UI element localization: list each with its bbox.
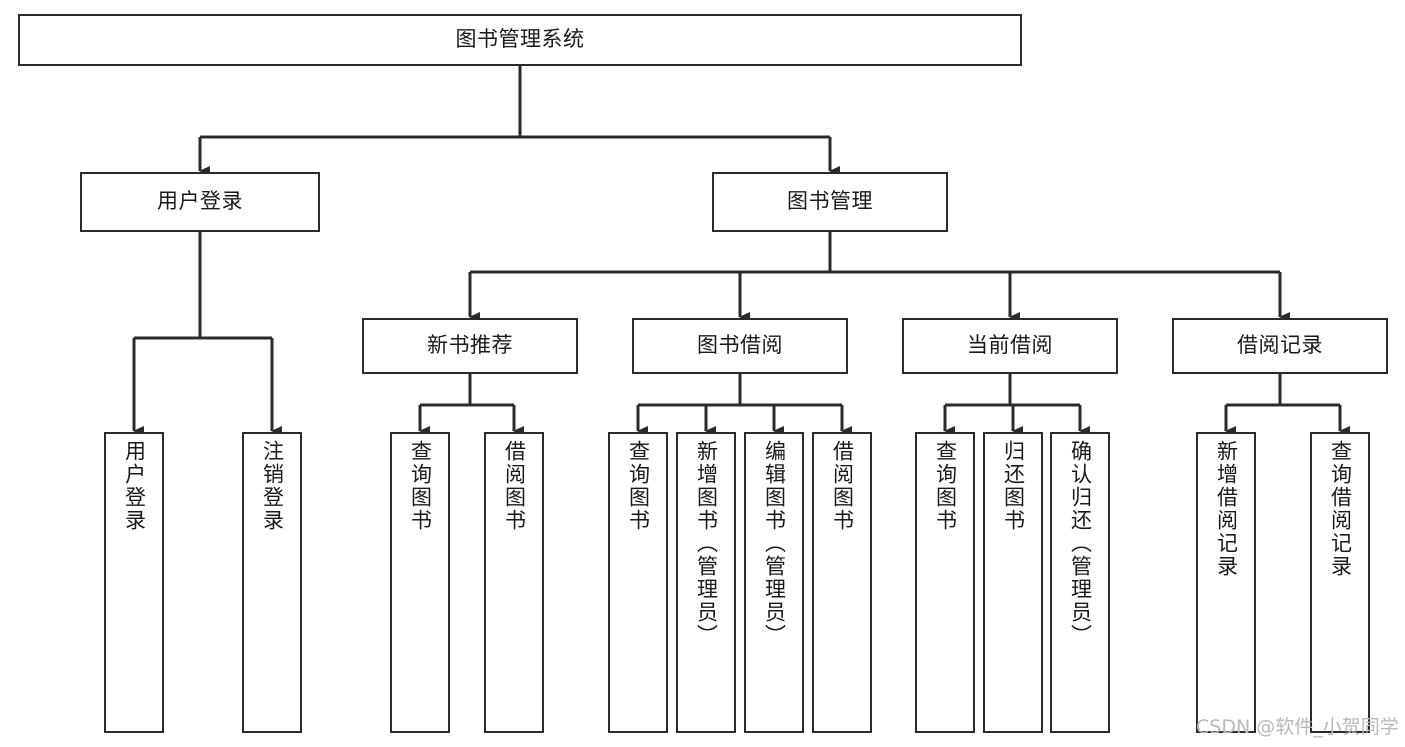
node-label-bb-query-book: 查询图书 [626, 440, 651, 532]
node-label-br-query-record: 查询借阅记录 [1328, 440, 1353, 578]
node-label-nbr-borrow-book: 借阅图书 [502, 440, 527, 532]
node-label-book-borrow: 图书借阅 [697, 333, 783, 358]
node-cb-confirm-return[interactable]: 确认归还（管理员） [1050, 432, 1110, 733]
node-label-root: 图书管理系统 [455, 27, 585, 52]
node-root[interactable]: 图书管理系统 [18, 14, 1022, 66]
node-label-book-manage: 图书管理 [787, 189, 873, 214]
node-label-br-add-record: 新增借阅记录 [1214, 440, 1239, 578]
node-nbr-borrow-book[interactable]: 借阅图书 [484, 432, 544, 733]
node-bb-add-book[interactable]: 新增图书（管理员） [676, 432, 736, 733]
node-label-user-logout: 注销登录 [260, 440, 285, 532]
node-current-borrow[interactable]: 当前借阅 [902, 318, 1118, 374]
node-book-manage[interactable]: 图书管理 [712, 172, 948, 232]
node-label-nbr-query-book: 查询图书 [408, 440, 433, 532]
node-label-user-login: 用户登录 [157, 189, 243, 214]
node-user-login[interactable]: 用户登录 [80, 172, 320, 232]
node-book-borrow[interactable]: 图书借阅 [632, 318, 848, 374]
node-user-logout[interactable]: 注销登录 [242, 432, 302, 733]
node-label-user-login-do: 用户登录 [122, 440, 147, 532]
node-label-borrow-record: 借阅记录 [1237, 333, 1323, 358]
node-label-current-borrow: 当前借阅 [967, 333, 1053, 358]
csdn-watermark: CSDN @软件_小贺同学 [1196, 716, 1399, 738]
node-label-cb-query-book: 查询图书 [933, 440, 958, 532]
node-bb-borrow-book[interactable]: 借阅图书 [812, 432, 872, 733]
node-user-login-do[interactable]: 用户登录 [104, 432, 164, 733]
node-bb-edit-book[interactable]: 编辑图书（管理员） [744, 432, 804, 733]
node-label-bb-add-book: 新增图书（管理员） [694, 440, 719, 647]
node-cb-query-book[interactable]: 查询图书 [915, 432, 975, 733]
node-br-add-record[interactable]: 新增借阅记录 [1196, 432, 1256, 733]
edges-group [132, 66, 1350, 436]
node-br-query-record[interactable]: 查询借阅记录 [1310, 432, 1370, 733]
node-label-cb-return-book: 归还图书 [1001, 440, 1026, 532]
node-new-book-rec[interactable]: 新书推荐 [362, 318, 578, 374]
node-label-cb-confirm-return: 确认归还（管理员） [1068, 440, 1093, 647]
node-bb-query-book[interactable]: 查询图书 [608, 432, 668, 733]
node-cb-return-book[interactable]: 归还图书 [983, 432, 1043, 733]
node-label-bb-edit-book: 编辑图书（管理员） [762, 440, 787, 647]
node-borrow-record[interactable]: 借阅记录 [1172, 318, 1388, 374]
node-label-new-book-rec: 新书推荐 [427, 333, 513, 358]
node-label-bb-borrow-book: 借阅图书 [830, 440, 855, 532]
node-nbr-query-book[interactable]: 查询图书 [390, 432, 450, 733]
